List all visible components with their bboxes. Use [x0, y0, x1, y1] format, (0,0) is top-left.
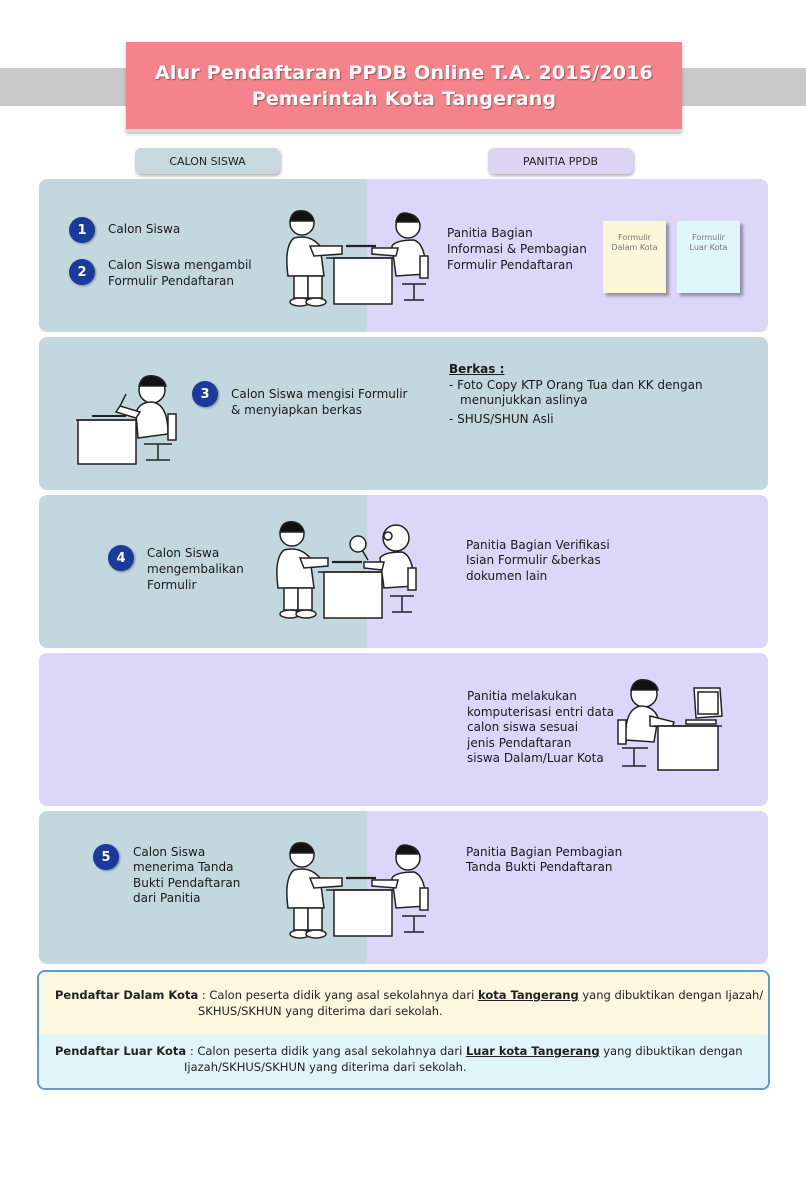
step-number-5: 5	[93, 844, 119, 870]
form-card-dalam-kota: Formulir Dalam Kota	[603, 221, 666, 293]
step-3-text-line-1: Calon Siswa mengisi Formulir	[231, 387, 408, 401]
legend-box: Pendaftar Dalam Kota : Calon peserta did…	[37, 970, 770, 1090]
legend-luar-line-2: Ijazah/SKHUS/SKHUN yang diterima dari se…	[184, 1060, 467, 1074]
title-banner: Alur Pendaftaran PPDB Online T.A. 2015/2…	[126, 42, 682, 132]
legend-luar-pre: : Calon peserta didik yang asal sekolahn…	[186, 1044, 466, 1058]
legend-dalam-line-1: Pendaftar Dalam Kota : Calon peserta did…	[55, 987, 763, 1003]
panitia-bukti-line-1: Panitia Bagian Pembagian	[466, 845, 623, 859]
handover-illustration-1	[286, 209, 429, 307]
step-3-text-line-2: & menyiapkan berkas	[231, 403, 363, 417]
step-4-text-line-1: Calon Siswa	[147, 546, 220, 560]
column-header-panitia-ppdb: PANITIA PPDB	[488, 148, 633, 174]
berkas-item-1-line-2: menunjukkan aslinya	[460, 393, 588, 407]
berkas-title: Berkas :	[449, 362, 505, 376]
form-card-luar-line-2: Luar Kota	[689, 243, 728, 252]
panitia-verifikasi-line-1: Panitia Bagian Verifikasi	[466, 538, 610, 552]
panitia-entry-line-3: calon siswa sesuai	[467, 720, 579, 734]
panitia-entry-line-1: Panitia melakukan	[467, 689, 577, 703]
panitia-info-line-1: Panitia Bagian	[447, 226, 533, 240]
panitia-bukti-line-2: Tanda Bukti Pendaftaran	[466, 860, 613, 874]
legend-dalam-pre: : Calon peserta didik yang asal sekolahn…	[198, 988, 478, 1002]
panitia-verifikasi-line-3: dokumen lain	[466, 569, 548, 583]
column-header-calon-siswa: CALON SISWA	[135, 148, 280, 174]
step-5-text-line-4: dari Panitia	[133, 891, 201, 905]
step-5-text-line-2: menerima Tanda	[133, 860, 234, 874]
panel-panitia-side	[367, 495, 768, 648]
step-number-2: 2	[69, 259, 95, 285]
panitia-verifikasi-line-2: Isian Formulir &berkas	[466, 553, 601, 567]
step-4-text-line-3: Formulir	[147, 578, 197, 592]
step-5-text-line-3: Bukti Pendaftaran	[133, 876, 241, 890]
legend-dalam-line-2: SKHUS/SKHUN yang diterima dari sekolah.	[198, 1004, 443, 1018]
legend-luar-kota: Pendaftar Luar Kota : Calon peserta didi…	[39, 1035, 768, 1088]
legend-dalam-kota: Pendaftar Dalam Kota : Calon peserta did…	[39, 972, 768, 1035]
legend-dalam-term: Pendaftar Dalam Kota	[55, 988, 199, 1002]
handover-illustration-2	[286, 841, 429, 939]
form-card-dalam-line-1: Formulir	[618, 233, 651, 242]
berkas-item-2: - SHUS/SHUN Asli	[449, 412, 554, 426]
title-line-1: Alur Pendaftaran PPDB Online T.A. 2015/2…	[155, 61, 653, 84]
berkas-item-1-line-1: - Foto Copy KTP Orang Tua dan KK dengan	[449, 378, 703, 392]
step-number-1: 1	[69, 217, 95, 243]
legend-dalam-post: yang dibuktikan dengan Ijazah/	[578, 988, 764, 1002]
legend-luar-line-1: Pendaftar Luar Kota : Calon peserta didi…	[55, 1043, 743, 1059]
panitia-info-line-2: Informasi & Pembagian	[447, 242, 587, 256]
computer-entry-illustration	[617, 678, 723, 771]
form-card-luar-kota: Formulir Luar Kota	[677, 221, 740, 293]
panitia-entry-line-2: komputerisasi entri data	[467, 705, 614, 719]
form-card-dalam-line-2: Dalam Kota	[611, 243, 658, 252]
panitia-info-line-3: Formulir Pendaftaran	[447, 258, 573, 272]
step-1-text: Calon Siswa	[108, 222, 181, 236]
step-5-text-line-1: Calon Siswa	[133, 845, 206, 859]
step-2-text-line-2: Formulir Pendaftaran	[108, 274, 234, 288]
writing-illustration	[76, 374, 177, 465]
panitia-entry-line-5: siswa Dalam/Luar Kota	[467, 751, 604, 765]
legend-luar-post: yang dibuktikan dengan	[599, 1044, 743, 1058]
step-2-text-line-1: Calon Siswa mengambil	[108, 258, 252, 272]
title-line-2: Pemerintah Kota Tangerang	[251, 87, 557, 110]
panitia-entry-line-4: jenis Pendaftaran	[467, 736, 572, 750]
step-number-3: 3	[192, 381, 218, 407]
panel-panitia-side	[367, 811, 768, 964]
step-panel-5	[39, 811, 768, 964]
legend-luar-emphasis: Luar kota Tangerang	[465, 1044, 600, 1058]
step-4-text-line-2: mengembalikan	[147, 562, 244, 576]
legend-luar-term: Pendaftar Luar Kota	[55, 1044, 187, 1058]
step-number-4: 4	[108, 545, 134, 571]
legend-dalam-emphasis: kota Tangerang	[477, 988, 579, 1002]
verification-illustration	[276, 520, 417, 619]
form-card-luar-line-1: Formulir	[692, 233, 725, 242]
